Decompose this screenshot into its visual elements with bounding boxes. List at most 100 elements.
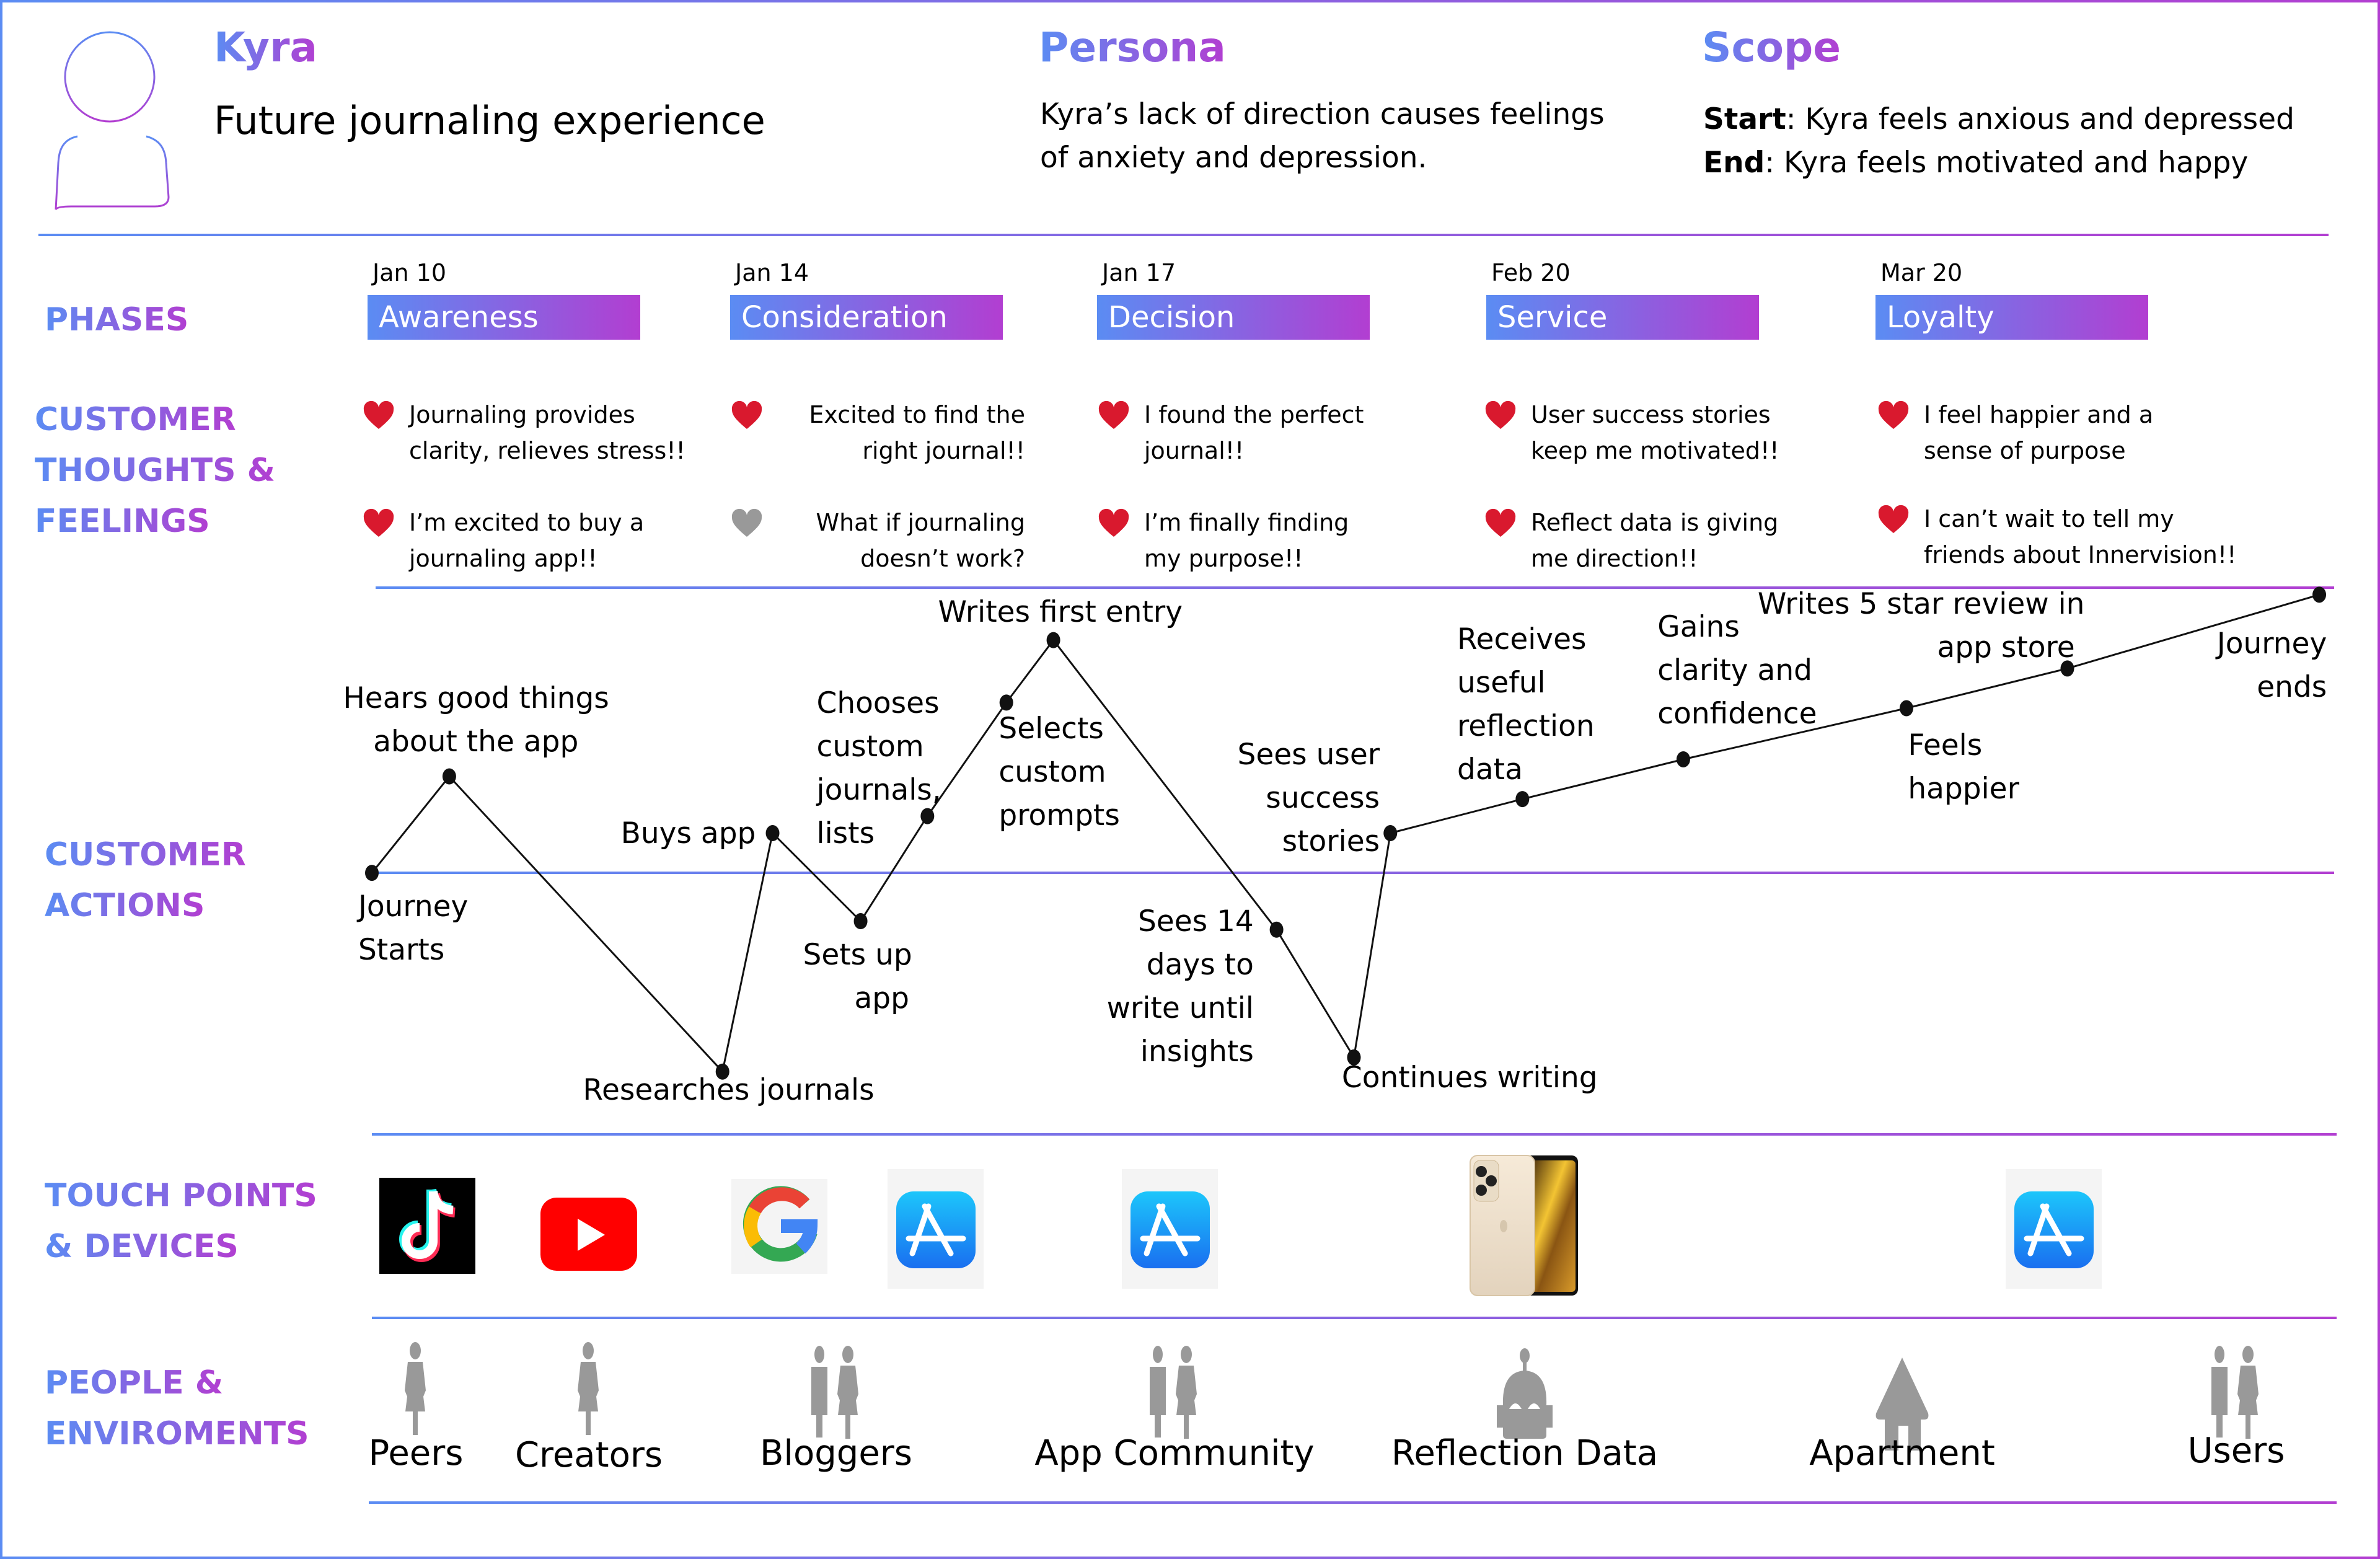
- header-divider: [38, 234, 2329, 236]
- action-label-line: Journey: [2216, 627, 2327, 661]
- phase-date: Feb 20: [1491, 259, 1571, 286]
- phase-loyalty: Loyalty: [1875, 295, 2148, 340]
- journey-line: [371, 593, 2320, 1074]
- thought-line: What if journaling: [816, 509, 1025, 536]
- action-label-line: success: [1266, 780, 1380, 815]
- thoughts-divider: [376, 586, 2334, 589]
- journey-point: [853, 913, 868, 930]
- thought-line: friends about Innervision!!: [1924, 541, 2237, 568]
- people-label: Reflection Data: [1391, 1433, 1659, 1473]
- row-label-actions: CUSTOMER ACTIONS: [45, 829, 246, 931]
- people-label: Bloggers: [760, 1433, 912, 1473]
- row-label-line: CUSTOMER: [45, 829, 246, 880]
- persona-avatar-icon: [55, 31, 170, 210]
- thought-line: I’m excited to buy a: [409, 509, 645, 536]
- row-label-line: CUSTOMER: [35, 394, 236, 445]
- heart-red-icon: [1098, 400, 1129, 429]
- action-label-line: Selects: [998, 712, 1104, 746]
- phase-date: Mar 20: [1880, 259, 1963, 286]
- action-label-line: insights: [1140, 1035, 1254, 1069]
- action-label: Feels happier: [1908, 724, 2019, 811]
- heart-red-icon: [1098, 508, 1129, 537]
- persona-description-line: of anxiety and depression.: [1040, 141, 1427, 175]
- phase-consideration: Consideration: [730, 295, 1003, 340]
- journey-point: [2312, 586, 2327, 603]
- journey-point: [765, 825, 780, 842]
- thought-line: Reflect data is giving: [1531, 509, 1779, 536]
- action-label-line: reflection: [1457, 709, 1595, 743]
- phase-date: Jan 14: [735, 259, 809, 286]
- people-label: Creators: [514, 1435, 663, 1475]
- row-label-line: & DEVICES: [45, 1221, 239, 1272]
- persona-name: Kyra: [214, 24, 318, 71]
- thought-line: Excited to find the: [809, 401, 1025, 428]
- action-label-line: Hears good things: [343, 681, 609, 716]
- scope-end-text: : Kyra feels motivated and happy: [1765, 146, 2249, 180]
- action-label: Journey ends: [2186, 622, 2327, 709]
- action-label: Writes first entry: [938, 591, 1183, 634]
- action-label-line: custom: [816, 729, 924, 764]
- scope-end: End: Kyra feels motivated and happy: [1703, 141, 2294, 185]
- heart-red-icon: [363, 508, 394, 537]
- scope-start-label: Start: [1703, 102, 1786, 136]
- journey-point: [920, 808, 935, 824]
- action-label-line: Feels: [1908, 728, 1983, 763]
- journey-point: [442, 768, 456, 785]
- scope-details: Start: Kyra feels anxious and depressed …: [1703, 98, 2294, 185]
- people-label: Apartment: [1809, 1433, 1995, 1473]
- heart-red-icon: [1485, 400, 1516, 429]
- action-label-line: data: [1457, 752, 1523, 787]
- heart-red-icon: [1485, 508, 1516, 537]
- thought-line: keep me motivated!!: [1531, 437, 1779, 464]
- action-label-line: Buys app: [620, 816, 756, 851]
- action-label-line: Journey: [358, 889, 469, 924]
- row-label-people: PEOPLE & ENVIROMENTS: [45, 1358, 309, 1459]
- action-label-line: confidence: [1657, 697, 1817, 731]
- thought-line: sense of purpose: [1924, 437, 2126, 464]
- action-label-line: Sets up: [803, 938, 912, 973]
- scope-heading: Scope: [1702, 24, 1841, 71]
- scope-start-text: : Kyra feels anxious and depressed: [1786, 102, 2294, 136]
- journey-subtitle: Future journaling experience: [214, 98, 765, 143]
- phase-awareness: Awareness: [368, 295, 640, 340]
- action-label-line: ends: [2257, 670, 2327, 705]
- thought-line: clarity, relieves stress!!: [409, 437, 685, 464]
- action-label: Researches journals: [583, 1069, 874, 1112]
- action-label-line: Writes first entry: [938, 594, 1183, 629]
- row-label-line: ACTIONS: [45, 880, 205, 931]
- journey-point: [1676, 751, 1690, 767]
- journey-point: [1515, 791, 1530, 808]
- heart-red-icon: [731, 400, 762, 429]
- app-store-icon: [2006, 1169, 2102, 1289]
- people-label: Peers: [368, 1433, 464, 1473]
- people-divider: [369, 1501, 2337, 1504]
- action-label-line: Gains: [1657, 610, 1740, 645]
- action-label-line: custom: [998, 755, 1106, 790]
- action-label-line: Writes 5 star review in: [1757, 587, 2085, 622]
- heart-grey-icon: [731, 508, 762, 537]
- row-label-line: TOUCH POINTS: [45, 1170, 317, 1221]
- tiktok-icon: [379, 1178, 475, 1274]
- people-label: App Community: [1034, 1433, 1315, 1473]
- action-label-line: prompts: [998, 798, 1120, 833]
- row-label-phases: PHASES: [45, 294, 188, 345]
- touchpoints-divider: [372, 1317, 2337, 1319]
- thought-line: I can’t wait to tell my: [1924, 505, 2174, 532]
- action-label: Continues writing: [1342, 1056, 1598, 1100]
- action-label-line: happier: [1908, 772, 2019, 806]
- row-label-touchpoints: TOUCH POINTS & DEVICES: [45, 1170, 317, 1272]
- action-label-line: clarity and: [1657, 653, 1812, 688]
- row-label-line: ENVIROMENTS: [45, 1408, 309, 1459]
- journey-point: [1046, 632, 1060, 648]
- actions-divider: [372, 1133, 2337, 1136]
- action-label-line: days to: [1146, 948, 1254, 983]
